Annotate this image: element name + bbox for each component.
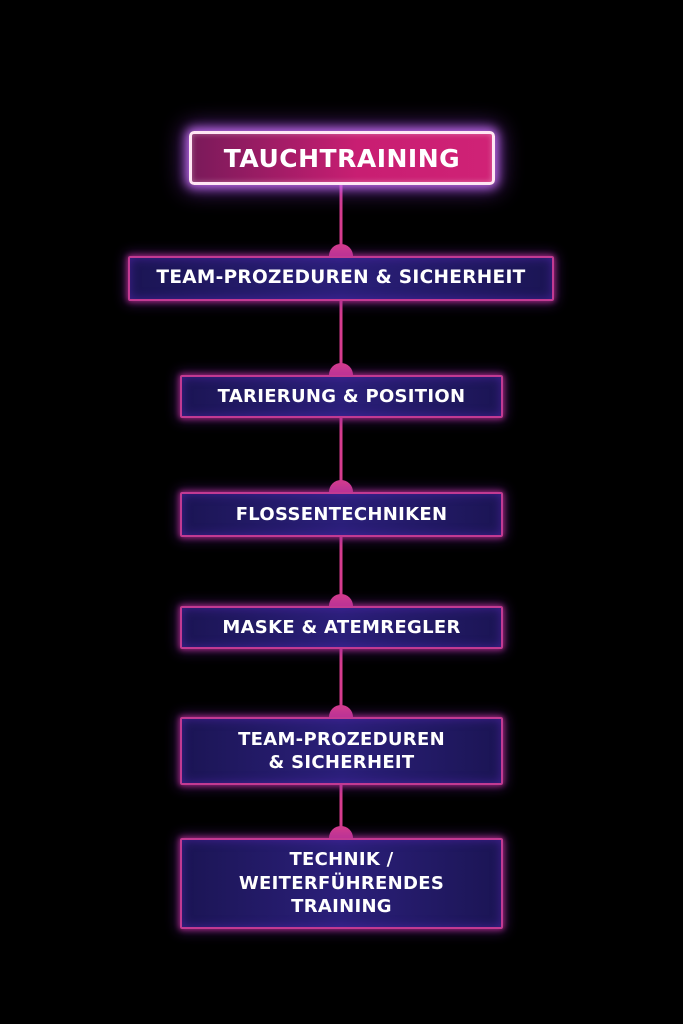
connector-dot-4 xyxy=(329,594,353,606)
step-node-technik-training: TECHNIK / WEITERFÜHRENDES TRAINING xyxy=(180,838,503,929)
connector-dot-6 xyxy=(329,826,353,838)
connector-dot-2 xyxy=(329,363,353,375)
step-node-team-prozeduren-2: TEAM-PROZEDUREN & SICHERHEIT xyxy=(180,717,503,785)
step-node-team-prozeduren-1: TEAM-PROZEDUREN & SICHERHEIT xyxy=(128,256,554,301)
step-node-flossentechniken: FLOSSENTECHNIKEN xyxy=(180,492,503,537)
connector-dot-3 xyxy=(329,480,353,492)
connector-dot-1 xyxy=(329,244,353,256)
step-node-maske-atemregler: MASKE & ATEMREGLER xyxy=(180,606,503,649)
step-node-tarierung: TARIERUNG & POSITION xyxy=(180,375,503,418)
connector-dot-5 xyxy=(329,705,353,717)
root-node-tauchtraining: TAUCHTRAINING xyxy=(189,131,495,185)
